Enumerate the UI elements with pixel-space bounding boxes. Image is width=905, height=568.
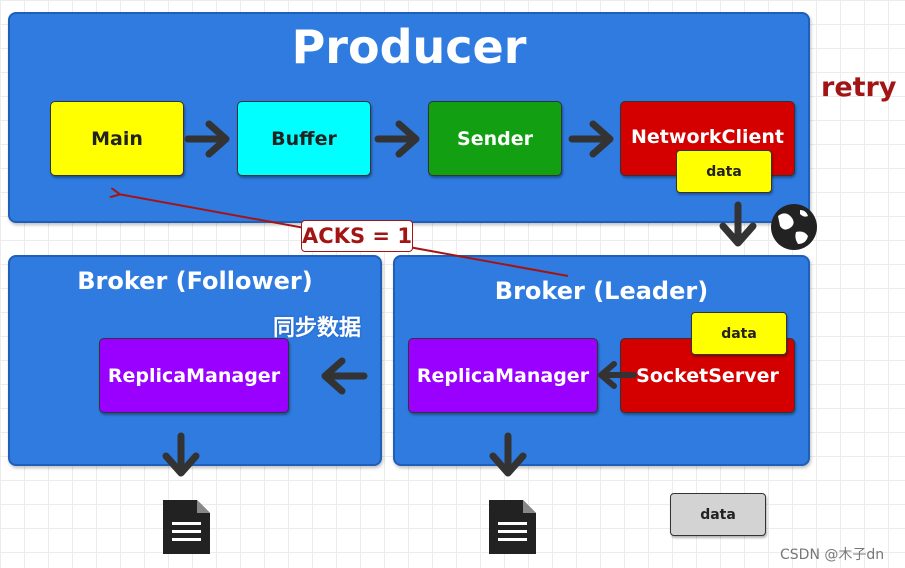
arrow-right-icon (184, 120, 230, 158)
arrow-down-icon (489, 432, 527, 477)
network-client-data-label: data (706, 163, 742, 180)
standalone-data-box: data (670, 493, 766, 536)
producer-title: Producer (291, 20, 527, 74)
follower-title: Broker (Follower) (77, 267, 313, 295)
buffer-box[interactable]: Buffer (237, 101, 371, 176)
buffer-label: Buffer (271, 127, 337, 150)
follower-replica-manager-box[interactable]: ReplicaManager (99, 338, 289, 413)
network-client-data-badge: data (676, 150, 772, 193)
globe-icon (771, 204, 817, 250)
sender-label: Sender (457, 127, 533, 150)
socket-server-data-badge: data (691, 312, 787, 355)
arrow-down-icon (719, 201, 757, 247)
watermark: CSDN @木子dn (780, 547, 885, 563)
leader-title: Broker (Leader) (494, 277, 709, 305)
sender-box[interactable]: Sender (428, 101, 562, 176)
main-box[interactable]: Main (50, 101, 184, 176)
socket-server-label: SocketServer (636, 364, 779, 387)
follower-replica-manager-label: ReplicaManager (107, 364, 281, 387)
arrow-left-icon (321, 357, 368, 395)
sync-data-label: 同步数据 (273, 316, 362, 341)
retry-label: retry (821, 72, 897, 103)
network-client-label: NetworkClient (631, 126, 784, 148)
acks-label: ACKS = 1 (301, 220, 413, 252)
arrow-down-icon (162, 432, 200, 477)
socket-server-data-label: data (721, 325, 757, 342)
standalone-data-label: data (700, 506, 736, 523)
leader-replica-manager-box[interactable]: ReplicaManager (408, 338, 598, 413)
arrow-right-icon (374, 120, 420, 158)
leader-replica-manager-label: ReplicaManager (416, 364, 590, 387)
arrow-left-icon (598, 361, 637, 389)
document-icon (489, 500, 536, 554)
arrow-right-icon (568, 120, 614, 158)
document-icon (163, 500, 210, 554)
main-label: Main (91, 127, 143, 150)
